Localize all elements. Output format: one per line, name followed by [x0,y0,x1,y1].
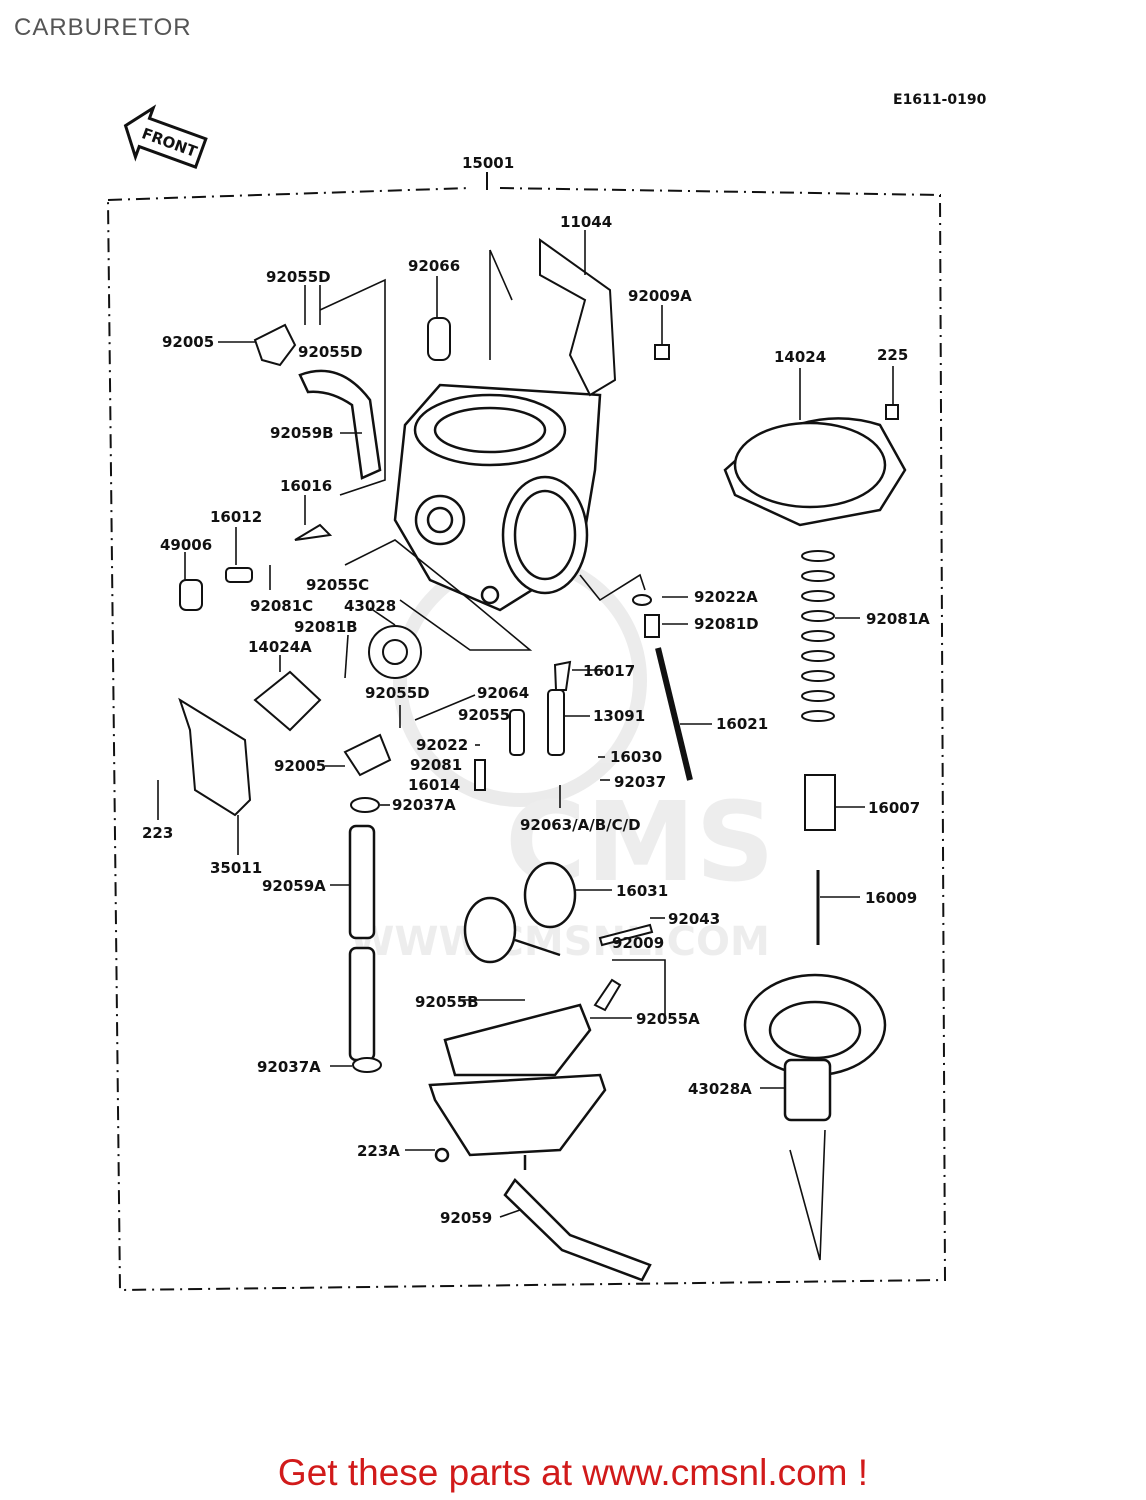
part-label: 92005 [162,333,214,351]
part-label: 16016 [280,477,332,495]
part-labels: 11044 92066 92055D 92009A 92005 92055D 1… [142,213,930,1227]
part-label: 92009A [628,287,692,305]
part-label: 92055A [636,1010,700,1028]
part-label: 92005 [274,757,326,775]
drawing-code: E1611-0190 [893,92,987,108]
part-label: 16012 [210,508,262,526]
part-label: 92055D [365,684,430,702]
float-chamber-icon [428,1003,607,1170]
part-label: 92022 [416,736,468,754]
part-label: 92009 [612,934,664,952]
part-label: 11044 [560,213,612,231]
part-label: 16007 [868,799,920,817]
part-label: 92081A [866,610,930,628]
part-label: 92059 [440,1209,492,1227]
part-label: 92055 [458,706,510,724]
part-label: 223A [357,1142,400,1160]
part-label: 92081C [250,597,313,615]
part-label: 16017 [583,662,635,680]
part-label: 92055B [415,993,479,1011]
part-label: 16031 [616,882,668,900]
part-label: 92022A [694,588,758,606]
part-label: 14024A [248,638,312,656]
get-parts-link[interactable]: Get these parts at www.cmsnl.com ! [277,1452,869,1493]
part-label: 14024 [774,348,826,366]
part-label: 92066 [408,257,460,275]
part-label: 92063/A/B/C/D [520,816,641,834]
part-label: 92055D [266,268,331,286]
leader-lines [157,230,894,1261]
part-label: 92059B [270,424,334,442]
part-label: 92055D [298,343,363,361]
carburetor-body-icon [393,383,602,612]
part-label: 16009 [865,889,917,907]
part-label: 92081D [694,615,759,633]
top-cover-icon [723,417,907,527]
diaphragm-icon [743,973,887,1122]
part-label: 43028A [688,1080,752,1098]
part-label: 92037 [614,773,666,791]
part-label: 225 [877,346,908,364]
part-label: 92037A [257,1058,321,1076]
part-label: 223 [142,824,173,842]
assembly-frame [107,172,947,1292]
part-label: 16021 [716,715,768,733]
front-arrow-icon: FRONT [123,104,208,170]
part-label: 92059A [262,877,326,895]
part-label: 92081B [294,618,358,636]
part-label: 92043 [668,910,720,928]
part-label: 49006 [160,536,212,554]
part-label: 16030 [610,748,662,766]
hoses-icon [298,369,652,1282]
part-label: 92064 [477,684,529,702]
small-parts-icon [178,238,899,1073]
part-label: 92055C [306,576,369,594]
part-label: 16014 [408,776,460,794]
part-label: 43028 [344,597,396,615]
float-icon [463,861,577,964]
part-label: 92081 [410,756,462,774]
part-label: 35011 [210,859,262,877]
watermark-site: WWW.CMSNL.COM [350,919,770,965]
part-label: 13091 [593,707,645,725]
page-title: CARBURETOR [14,14,192,41]
assembly-number-label: 15001 [462,154,514,172]
part-label: 92037A [392,796,456,814]
spring-92081a-icon [801,550,835,722]
